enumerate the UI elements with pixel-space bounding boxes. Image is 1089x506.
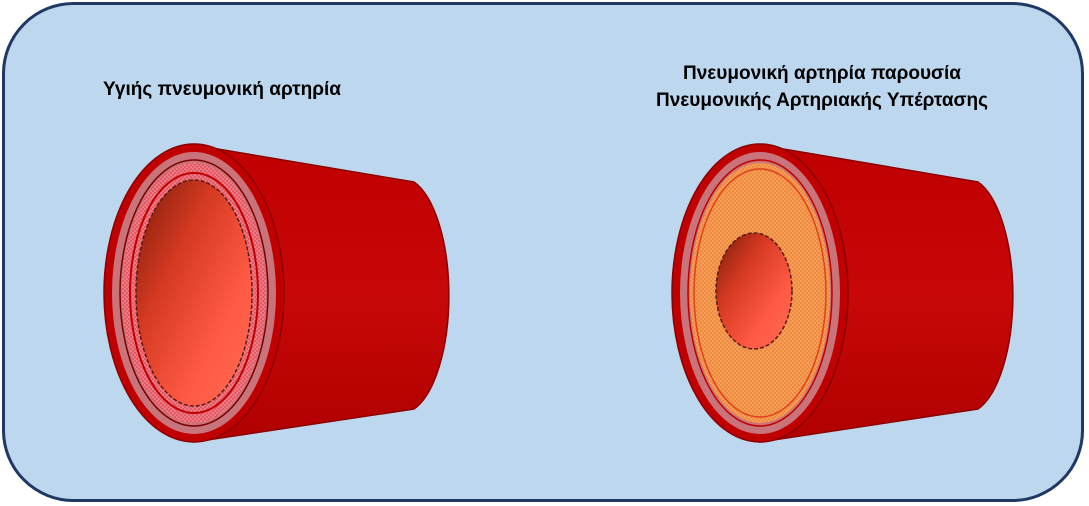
hypertension-lumen — [716, 233, 792, 349]
healthy-artery-title: Υγιής πνευμονική αρτηρία — [62, 76, 382, 103]
hypertension-artery-title: Πνευμονική αρτηρία παρουσία Πνευμονικής … — [592, 60, 1052, 114]
healthy-lumen — [136, 180, 252, 406]
hypertension-artery — [672, 144, 1013, 442]
diagram-panel: Υγιής πνευμονική αρτηρία Πνευμονική αρτη… — [2, 2, 1082, 500]
healthy-artery — [104, 144, 449, 442]
hypertension-title-line1: Πνευμονική αρτηρία παρουσία — [592, 60, 1052, 87]
hypertension-title-line2: Πνευμονικής Αρτηριακής Υπέρτασης — [592, 87, 1052, 114]
